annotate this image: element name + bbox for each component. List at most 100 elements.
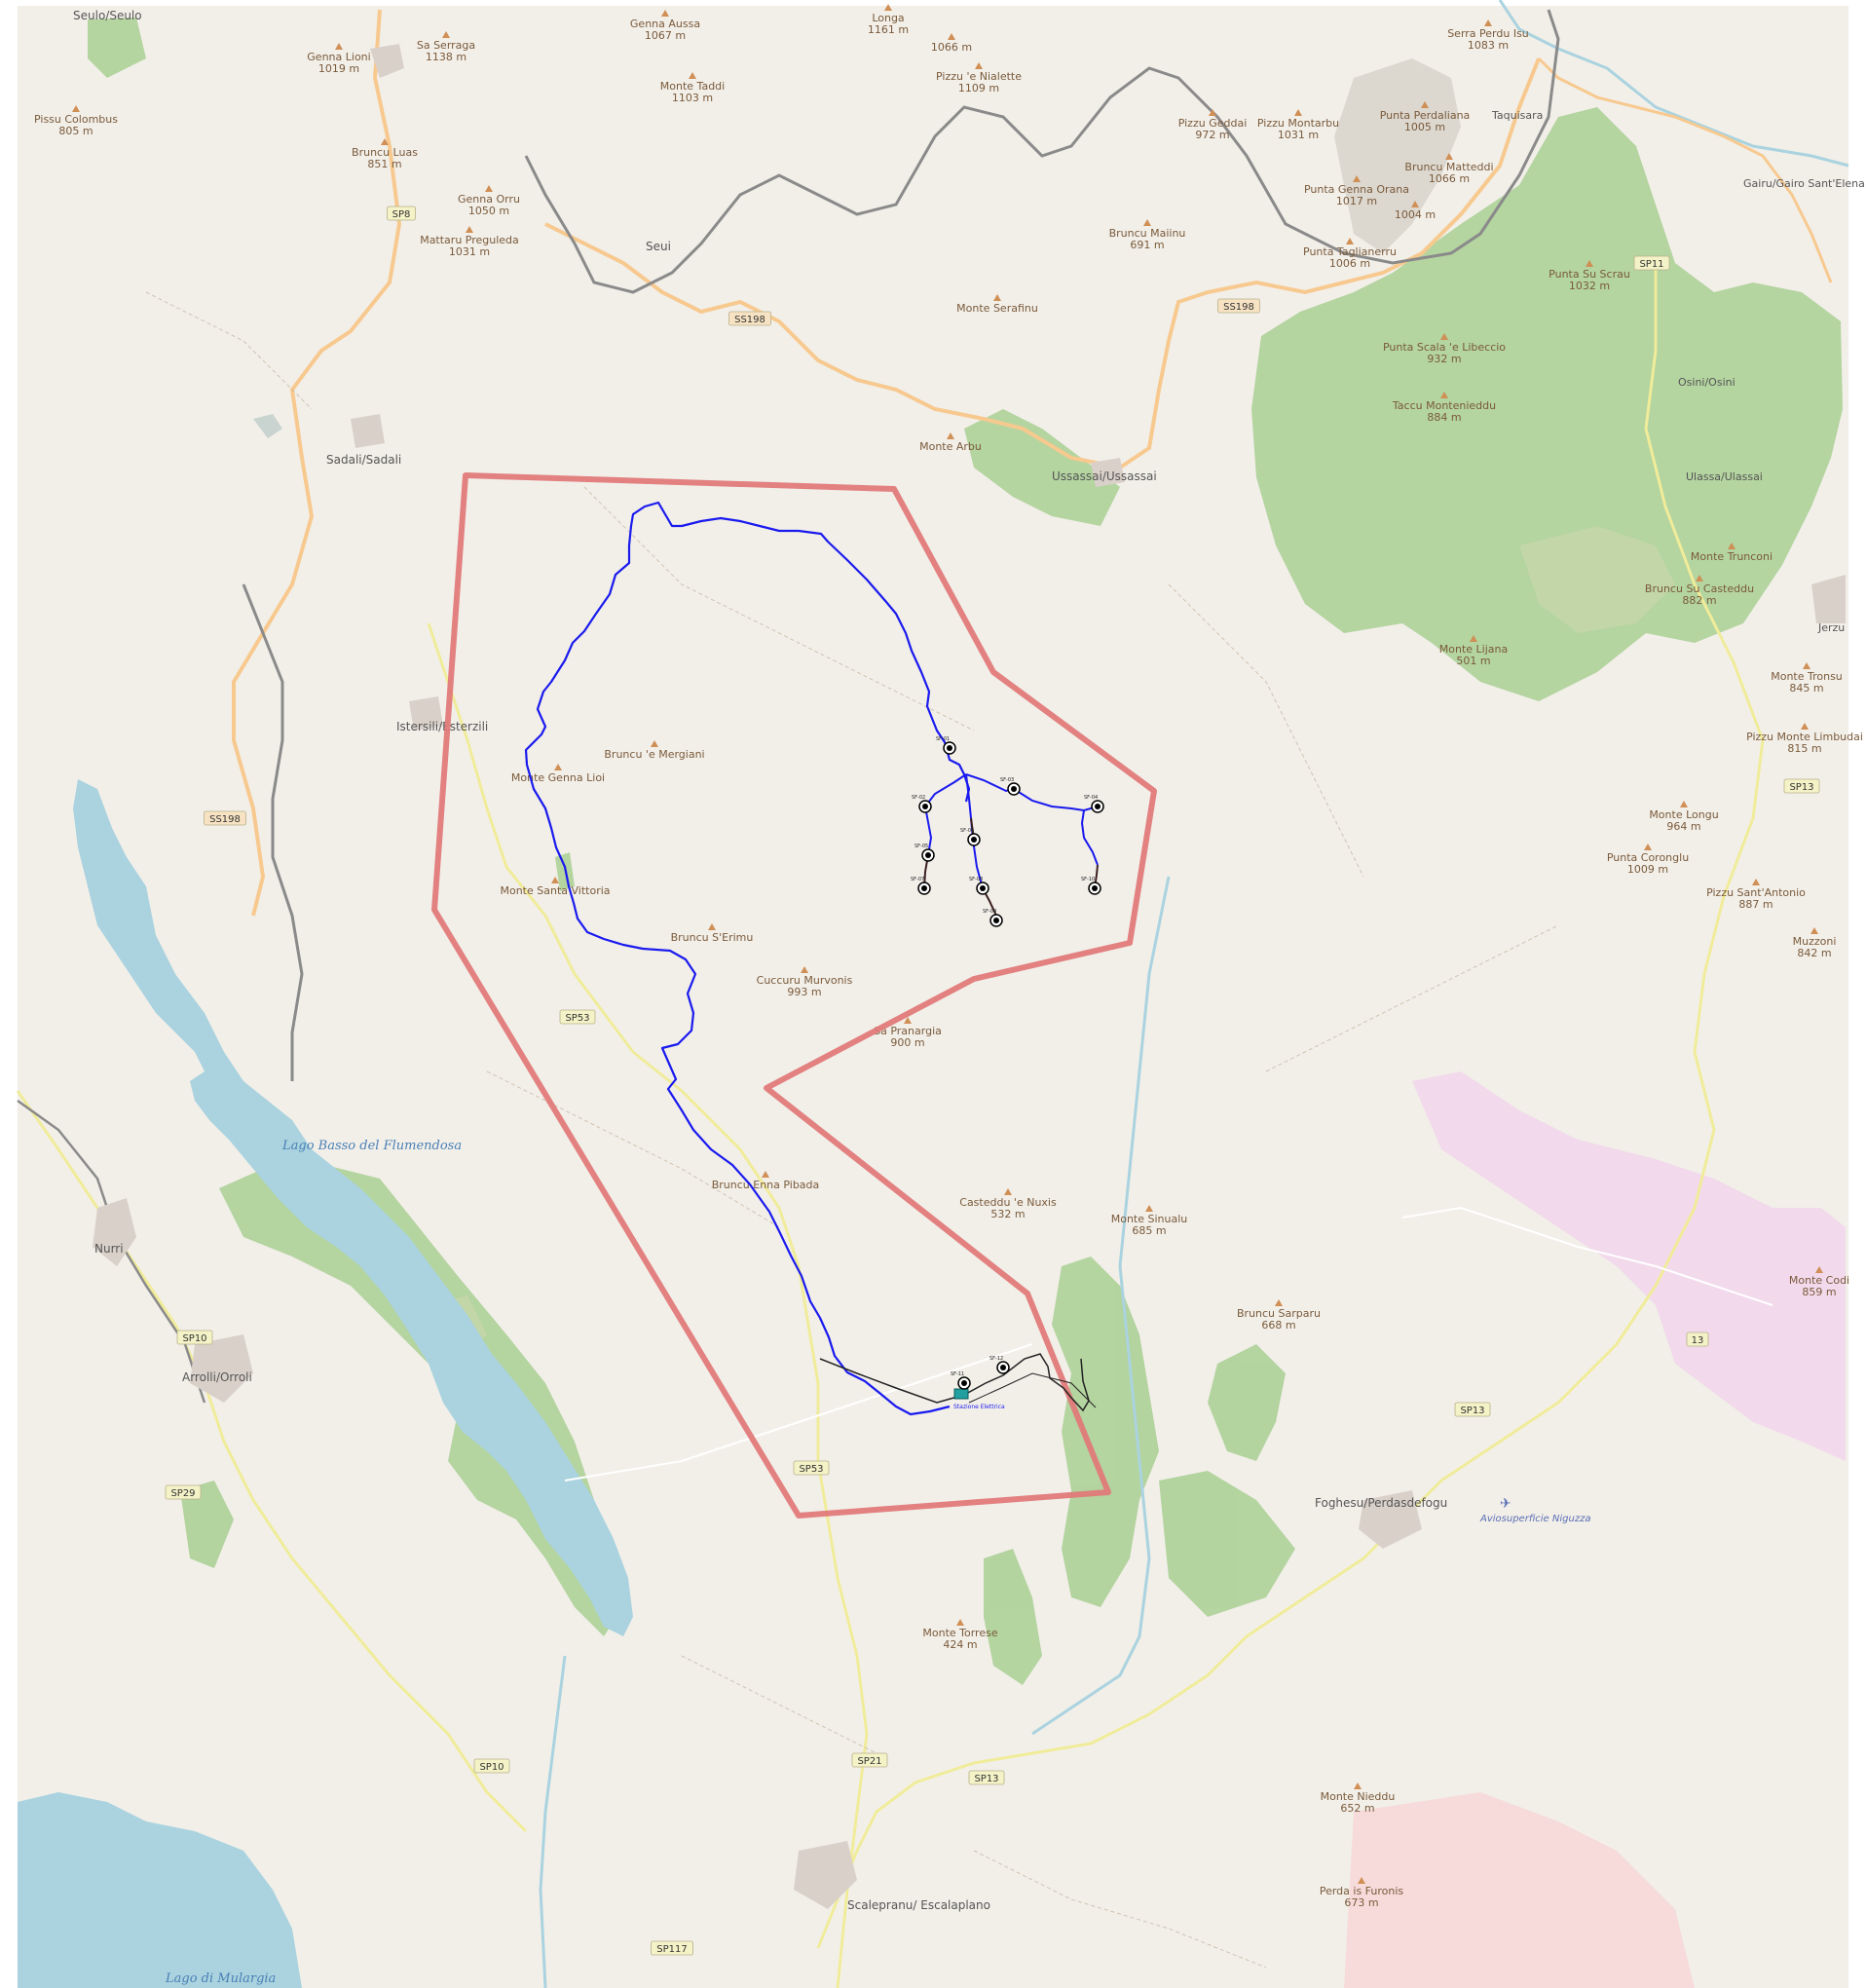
peak-elevation: 685 m bbox=[1132, 1224, 1166, 1237]
peak-triangle-icon bbox=[1411, 201, 1419, 207]
peak-name: Casteddu 'e Nuxis bbox=[959, 1196, 1057, 1209]
peak-name: Taccu Montenieddu bbox=[1392, 399, 1496, 412]
peak-triangle-icon bbox=[72, 105, 80, 112]
road-labels: SP8SS198SS198SS198SP11SP13SP13SP1313SP53… bbox=[165, 206, 1820, 1956]
turbine-t9[interactable]: SF-09 bbox=[983, 909, 1003, 927]
turbine-label: SF-02 bbox=[912, 795, 925, 801]
place-seui: Seui bbox=[646, 240, 671, 253]
road-ref: SS198 bbox=[1223, 302, 1254, 313]
peak-elevation: 1067 m bbox=[645, 29, 686, 42]
peak-name: Bruncu Enna Pibada bbox=[712, 1179, 820, 1191]
peak-elevation: 1083 m bbox=[1468, 39, 1509, 52]
peak-triangle-icon bbox=[1294, 109, 1302, 116]
turbine-t2[interactable]: SF-02 bbox=[912, 795, 932, 813]
peak-name: Monte Codi bbox=[1789, 1274, 1849, 1287]
turbine-label: SF-08 bbox=[969, 877, 983, 882]
peak-triangle-icon bbox=[708, 923, 716, 930]
peak-triangle-icon bbox=[947, 432, 954, 439]
peak-triangle-icon bbox=[1440, 333, 1448, 340]
forest-west-1 bbox=[88, 18, 146, 78]
peak-triangle-icon bbox=[1143, 219, 1151, 226]
military-area-south bbox=[1344, 1792, 1695, 1988]
turbine-t3[interactable]: SF-03 bbox=[1000, 777, 1021, 796]
peak-triangle-icon bbox=[1346, 238, 1354, 244]
peak-elevation: 1031 m bbox=[449, 245, 490, 258]
road-ref: 13 bbox=[1692, 1335, 1704, 1346]
peak-triangle-icon bbox=[1752, 879, 1760, 885]
road-shield-sp13d: 13 bbox=[1686, 1332, 1709, 1347]
peak-elevation: 1032 m bbox=[1569, 280, 1610, 292]
peak-name: Punta Perdaliana bbox=[1380, 109, 1471, 122]
built-perdasdefogu bbox=[1359, 1490, 1422, 1549]
turbine-t6[interactable]: SF-06 bbox=[960, 828, 981, 846]
road-ref: SP53 bbox=[799, 1464, 823, 1475]
turbine-label: SF-12 bbox=[989, 1356, 1003, 1362]
place-ussassai: Ussassai/Ussassai bbox=[1052, 469, 1157, 483]
turbine-t5[interactable]: SF-05 bbox=[914, 844, 935, 862]
peak-elevation: 691 m bbox=[1130, 239, 1164, 251]
turbine-t4[interactable]: SF-04 bbox=[1084, 795, 1104, 813]
peak-triangle-icon bbox=[801, 966, 808, 973]
lago-flumendosa-shape bbox=[73, 779, 633, 1636]
road-shield-sp29: SP29 bbox=[165, 1484, 202, 1500]
place-gairo: Gairu/Gairo Sant'Elena bbox=[1743, 177, 1865, 190]
airfield-label: Aviosuperficie Niguzza bbox=[1479, 1514, 1590, 1524]
peak-name: Bruncu Su Casteddu bbox=[1645, 582, 1754, 595]
peak-triangle-icon bbox=[975, 62, 983, 69]
turbine-label: SF-04 bbox=[1084, 795, 1098, 801]
road-ref: SP21 bbox=[857, 1756, 881, 1767]
peak-name: Serra Perdu Isu bbox=[1447, 27, 1529, 40]
road-ref: SP13 bbox=[1789, 782, 1813, 793]
peak-elevation: 1050 m bbox=[468, 205, 509, 217]
peak-triangle-icon bbox=[956, 1619, 964, 1626]
turbine-t8[interactable]: SF-08 bbox=[969, 877, 989, 895]
peak-elevation: 805 m bbox=[58, 125, 93, 137]
peak-triangle-icon bbox=[1484, 19, 1492, 26]
peak-triangle-icon bbox=[1810, 927, 1818, 934]
peak-triangle-icon bbox=[1803, 662, 1810, 669]
peak-elevation: 1066 m bbox=[1429, 172, 1470, 185]
turbine-t12[interactable]: SF-12 bbox=[989, 1356, 1010, 1374]
peak-bruncu-mergiani: Bruncu 'e Mergiani bbox=[604, 740, 705, 761]
turbine-t10[interactable]: SF-10 bbox=[1081, 877, 1101, 895]
peak-triangle-icon bbox=[1440, 392, 1448, 398]
peak-triangle-icon bbox=[993, 294, 1001, 301]
turbine-label: SF-06 bbox=[960, 828, 974, 834]
road-shield-sp117: SP117 bbox=[651, 1940, 693, 1956]
peak-name: Cuccuru Murvonis bbox=[757, 974, 853, 987]
peak-elevation: 1006 m bbox=[1329, 257, 1370, 270]
peak-elevation: 1031 m bbox=[1278, 129, 1319, 141]
peak-name: Punta Scala 'e Libeccio bbox=[1383, 341, 1506, 354]
road-ref: SP53 bbox=[565, 1013, 589, 1024]
road-ref: SP8 bbox=[392, 209, 411, 220]
peak-name: Bruncu Sarparu bbox=[1237, 1307, 1321, 1320]
road-ref: SP10 bbox=[182, 1333, 206, 1344]
peak-triangle-icon bbox=[466, 226, 473, 233]
road-shield-sp11: SP11 bbox=[1633, 255, 1670, 271]
peak-name: Monte Taddi bbox=[660, 80, 725, 93]
turbine-t11[interactable]: SF-11 bbox=[951, 1371, 971, 1390]
peak-triangle-icon bbox=[689, 72, 696, 79]
peak-bruncu-serimu: Bruncu S'Erimu bbox=[671, 923, 753, 944]
turbine-t1[interactable]: SF-01 bbox=[936, 736, 956, 755]
turbine-t7[interactable]: SF-07 bbox=[911, 877, 931, 895]
road-ref: SP117 bbox=[656, 1944, 687, 1955]
peak-name: Monte Sinualu bbox=[1111, 1213, 1188, 1225]
peak-bruncu-enna-pibada: Bruncu Enna Pibada bbox=[712, 1171, 820, 1191]
place-escalaplano: Scalepranu/ Escalaplano bbox=[847, 1898, 990, 1912]
place-taquisara: Taquisara bbox=[1491, 109, 1543, 122]
